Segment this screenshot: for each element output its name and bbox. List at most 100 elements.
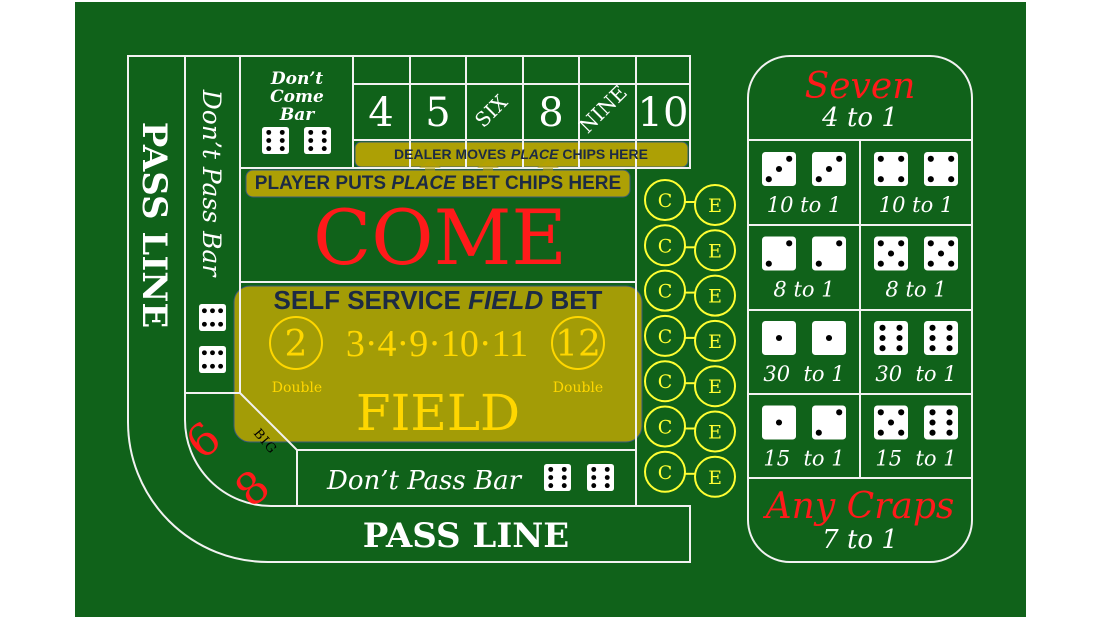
e-label: E bbox=[708, 331, 722, 353]
hardway-bet[interactable]: 15 to 1 bbox=[762, 405, 846, 471]
hardway-bet[interactable]: 10 to 1 bbox=[762, 152, 846, 217]
die-5-icon bbox=[924, 236, 958, 271]
place-number-10[interactable]: 10 bbox=[638, 90, 689, 136]
die-2-icon bbox=[812, 405, 846, 440]
come-label[interactable]: COME bbox=[313, 193, 567, 282]
c-circle[interactable] bbox=[644, 224, 686, 267]
field-12: 12 bbox=[555, 324, 601, 365]
hardway-bet[interactable]: 30 to 1 bbox=[874, 321, 958, 386]
player-overlay-box bbox=[245, 169, 631, 198]
die-6-icon bbox=[199, 304, 226, 331]
c-circle[interactable] bbox=[644, 450, 686, 493]
hardways: 10 to 1 10 to 1 8 to 1 8 to 1 30 to 1 30 to 1… bbox=[762, 152, 958, 471]
place-number-4[interactable]: 4 bbox=[368, 90, 393, 136]
hardway-bet[interactable]: 8 to 1 bbox=[874, 236, 958, 302]
seven-label[interactable]: Seven bbox=[805, 66, 916, 107]
seven-odds: 4 to 1 bbox=[821, 103, 898, 133]
die-6-icon bbox=[544, 464, 571, 491]
die-4-icon bbox=[924, 152, 958, 186]
field-2-circle bbox=[269, 316, 323, 370]
dont-pass-bar-left-label[interactable]: Don’t Pass Bar bbox=[197, 89, 226, 279]
c-circle[interactable] bbox=[644, 360, 686, 403]
die-1-icon bbox=[762, 405, 796, 440]
die-2-icon bbox=[762, 236, 796, 271]
dont-pass-bar-dice bbox=[199, 304, 226, 373]
e-circle[interactable] bbox=[694, 229, 736, 272]
c-label: C bbox=[658, 190, 673, 212]
table-outline bbox=[127, 55, 691, 563]
hardway-odds: 30 to 1 bbox=[875, 362, 956, 386]
e-circle[interactable] bbox=[694, 274, 736, 317]
dont-pass-bar-bottom-label[interactable]: Don’t Pass Bar bbox=[326, 466, 523, 496]
e-circle[interactable] bbox=[694, 319, 736, 362]
place-number-5[interactable]: 5 bbox=[425, 90, 450, 136]
dont-come-bar-line: Come bbox=[270, 87, 324, 107]
pass-line-bottom-label[interactable]: PASS LINE bbox=[363, 516, 569, 556]
any-craps-label[interactable]: Any Craps bbox=[763, 486, 955, 527]
die-1-icon bbox=[812, 321, 846, 355]
e-label: E bbox=[708, 195, 722, 217]
field-numbers: 3·4·9·10·11 bbox=[346, 323, 528, 365]
die-5-icon bbox=[874, 405, 908, 440]
die-3-icon bbox=[762, 152, 796, 186]
c-label: C bbox=[658, 235, 673, 257]
die-3-icon bbox=[812, 152, 846, 186]
e-circle[interactable] bbox=[694, 410, 736, 453]
c-label: C bbox=[658, 462, 673, 484]
c-circle[interactable] bbox=[644, 405, 686, 448]
e-circle[interactable] bbox=[694, 184, 736, 226]
field-label: FIELD bbox=[356, 384, 520, 442]
c-circle[interactable] bbox=[644, 179, 686, 221]
e-label: E bbox=[708, 286, 722, 308]
hardway-odds: 30 to 1 bbox=[763, 362, 844, 386]
c-label: C bbox=[658, 326, 673, 348]
field-double-right: Double bbox=[553, 380, 603, 396]
e-label: E bbox=[708, 467, 722, 489]
hardway-odds: 15 to 1 bbox=[763, 447, 844, 471]
hardway-bet[interactable]: 15 to 1 bbox=[874, 405, 958, 471]
dont-pass-bar-bottom-dice bbox=[544, 464, 614, 491]
die-6-icon bbox=[199, 346, 226, 373]
e-circle[interactable] bbox=[694, 455, 736, 498]
e-circle[interactable] bbox=[694, 365, 736, 408]
hardway-bet[interactable]: 10 to 1 bbox=[874, 152, 958, 217]
e-label: E bbox=[708, 240, 722, 262]
hardway-bet[interactable]: 8 to 1 bbox=[762, 236, 846, 302]
arrow-up-icon bbox=[419, 160, 441, 172]
die-2-icon bbox=[812, 236, 846, 271]
die-6-icon bbox=[587, 464, 614, 491]
e-label: E bbox=[708, 376, 722, 398]
arrows bbox=[419, 160, 559, 172]
field-area[interactable]: 2 12 3·4·9·10·11 Double Double FIELD bbox=[269, 316, 605, 442]
any-craps-odds: 7 to 1 bbox=[822, 525, 898, 555]
hardway-odds: 15 to 1 bbox=[875, 447, 956, 471]
c-label: C bbox=[658, 281, 673, 303]
place-number-8[interactable]: 8 bbox=[538, 90, 563, 136]
arrow-up-icon bbox=[537, 160, 559, 172]
field-overlay-box bbox=[233, 285, 643, 443]
pass-line-inner bbox=[184, 393, 636, 507]
hardway-odds: 10 to 1 bbox=[767, 193, 842, 217]
dont-come-bar[interactable]: Don’t Come Bar bbox=[270, 69, 324, 125]
c-circle[interactable] bbox=[644, 314, 686, 357]
die-5-icon bbox=[874, 236, 908, 271]
arrow-up-icon bbox=[477, 160, 499, 172]
die-6-icon bbox=[874, 321, 908, 355]
die-6-icon bbox=[262, 127, 289, 154]
die-6-icon bbox=[924, 405, 958, 440]
e-label: E bbox=[708, 422, 722, 444]
pass-line-left-label[interactable]: PASS LINE bbox=[134, 122, 174, 328]
field-overlay-text: SELF SERVICE FIELD BET bbox=[274, 285, 603, 315]
hardway-bet[interactable]: 30 to 1 bbox=[762, 321, 846, 386]
c-circle[interactable] bbox=[644, 269, 686, 312]
